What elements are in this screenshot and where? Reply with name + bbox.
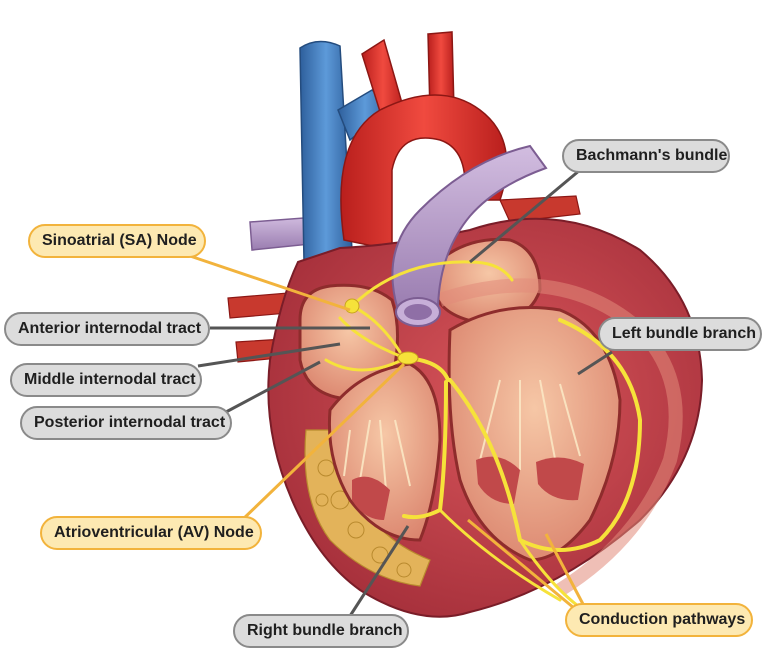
sinoatrial-node-label: Sinoatrial (SA) Node — [28, 224, 206, 258]
av-node — [397, 351, 419, 365]
pulmonary-trunk-lumen — [404, 304, 432, 320]
leader-right-bundle — [348, 525, 410, 617]
internodal-tract-3 — [324, 358, 404, 372]
chordae-tendineae — [343, 379, 581, 491]
left-bundle-path — [448, 318, 643, 552]
right-bundle-branch-label: Right bundle branch — [233, 614, 409, 648]
posterior-internodal-tract-label: Posterior internodal tract — [20, 406, 232, 440]
middle-internodal-tract-label: Middle internodal tract — [10, 363, 202, 397]
great-vessels — [227, 31, 591, 363]
leader-bachmann — [469, 168, 581, 264]
aortic-arch — [340, 94, 508, 251]
left-bundle-branch-label: Left bundle branch — [598, 317, 762, 351]
anterior-internodal-tract-label: Anterior internodal tract — [4, 312, 210, 346]
internodal-tract-2 — [338, 316, 402, 358]
right-bundle-path — [402, 380, 448, 520]
leader-middle — [197, 342, 341, 368]
atrioventricular-node-label: Atrioventricular (AV) Node — [40, 516, 262, 550]
leader-left-bundle — [577, 350, 613, 376]
myocardium-rim — [437, 278, 683, 596]
bachmanns-bundle-label: Bachmann's bundle — [562, 139, 730, 173]
sa-node — [344, 298, 360, 314]
leader-posterior — [225, 360, 321, 414]
bachmanns-bundle-path — [350, 260, 514, 308]
leader-conduction-1 — [467, 518, 575, 610]
leader-lines — [189, 168, 613, 617]
leader-conduction-2 — [544, 533, 586, 607]
pulmonary-trunk — [391, 144, 548, 312]
leader-sinoatrial — [189, 254, 351, 312]
leader-atrioventricular — [238, 362, 406, 524]
conduction-pathways-label: Conduction pathways — [565, 603, 753, 637]
